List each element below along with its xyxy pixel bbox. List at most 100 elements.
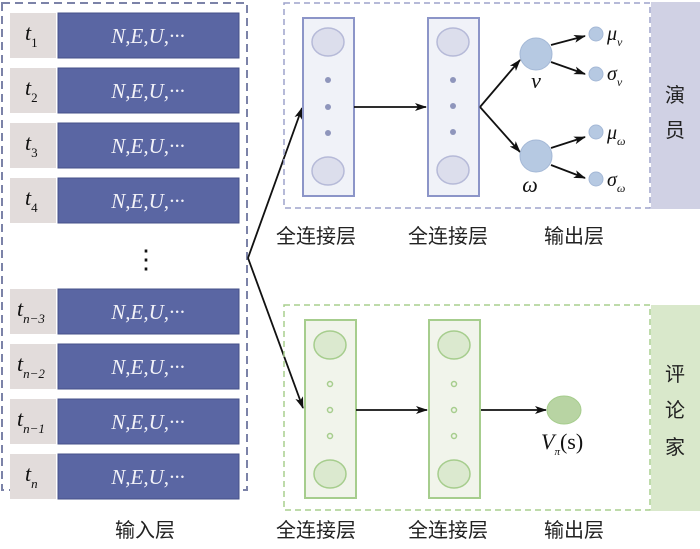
- output-node-sigma-omega: [588, 171, 604, 187]
- time-step-label: tn−3: [17, 296, 45, 326]
- feature-label: N,E,U,···: [110, 355, 185, 379]
- neuron: [436, 27, 470, 57]
- neuron: [313, 330, 347, 360]
- actor-layer-label-fc1: 全连接层: [276, 224, 356, 248]
- critic-side-label-3: 家: [665, 435, 685, 459]
- actor-fc-layer-2: [427, 17, 480, 197]
- neuron: [311, 27, 345, 57]
- critic-fc-layer-1: [304, 319, 357, 499]
- critic-layer-label-fc2: 全连接层: [408, 518, 488, 542]
- neuron-ellipsis-dot: [326, 380, 334, 388]
- input-row: tn−2 N,E,U,···: [10, 343, 240, 390]
- neuron-ellipsis-dot: [326, 432, 334, 440]
- input-row: tn−1 N,E,U,···: [10, 398, 240, 445]
- feature-label: N,E,U,···: [110, 134, 185, 158]
- feature-label: N,E,U,···: [110, 410, 185, 434]
- time-step-label: t1: [25, 20, 38, 50]
- actor-network: 演 员 v ω: [276, 2, 700, 248]
- arrow-omega-sigma: [550, 164, 586, 179]
- neuron: [437, 459, 471, 489]
- feature-label: N,E,U,···: [110, 24, 185, 48]
- critic-side-label-2: 论: [665, 398, 685, 422]
- arrow-v-mu: [550, 34, 586, 46]
- time-step-cell: [10, 454, 56, 499]
- feature-cell: [57, 67, 240, 114]
- feature-cell: [57, 343, 240, 390]
- neuron-ellipsis-dot: [450, 129, 456, 135]
- time-step-label: tn−1: [17, 406, 45, 436]
- neuron-ellipsis-dot: [325, 77, 331, 83]
- time-step-cell: [10, 399, 56, 444]
- arrow-to-actor: [247, 107, 303, 259]
- label-sigma-v: σv: [607, 63, 623, 89]
- branch-arrows: [247, 107, 304, 409]
- critic-network: 评 论 家 Vπ(s) 全连接层 全连接层 输出层: [276, 304, 700, 542]
- output-node-mu-omega: [588, 124, 604, 140]
- time-step-cell: [10, 68, 56, 113]
- feature-label: N,E,U,···: [110, 465, 185, 489]
- label-v: v: [531, 68, 541, 93]
- neuron-ellipsis-dot: [450, 103, 456, 109]
- arrow-to-v: [479, 59, 521, 108]
- neuron-ellipsis-dot: [325, 104, 331, 110]
- output-node-v: [519, 37, 553, 71]
- arrow-omega-mu: [550, 136, 586, 149]
- input-layer-frame: [1, 2, 248, 491]
- actor-side-label-1: 演: [665, 83, 685, 107]
- input-layer-label: 输入层: [115, 518, 175, 542]
- feature-cell: [57, 122, 240, 169]
- arrow-to-omega: [479, 106, 521, 153]
- actor-layer-label-fc2: 全连接层: [408, 224, 488, 248]
- input-row: t1 N,E,U,···: [10, 12, 240, 59]
- input-row: tn N,E,U,···: [10, 453, 240, 500]
- neuron: [436, 155, 470, 185]
- time-step-cell: [10, 13, 56, 58]
- neuron-ellipsis-dot: [450, 406, 458, 414]
- critic-layer-label-fc1: 全连接层: [276, 518, 356, 542]
- label-mu-omega: μω: [606, 122, 626, 148]
- label-sigma-omega: σω: [607, 169, 625, 195]
- input-row: tn−3 N,E,U,···: [10, 288, 240, 335]
- time-step-cell: [10, 289, 56, 334]
- time-step-label: tn−2: [17, 351, 45, 381]
- critic-fc-layer-2: [428, 319, 481, 499]
- time-step-cell: [10, 344, 56, 389]
- critic-frame: [283, 304, 651, 511]
- feature-cell: [57, 398, 240, 445]
- arrow-to-critic: [247, 257, 304, 409]
- feature-cell: [57, 12, 240, 59]
- arrow-v-sigma: [550, 61, 586, 75]
- input-ellipsis: ⋮: [133, 245, 159, 274]
- time-step-cell: [10, 123, 56, 168]
- actor-side-label-2: 员: [665, 118, 685, 142]
- neuron-ellipsis-dot: [450, 380, 458, 388]
- neuron-ellipsis-dot: [326, 406, 334, 414]
- critic-side-band: [651, 305, 700, 511]
- actor-side-band: [651, 2, 700, 209]
- feature-label: N,E,U,···: [110, 300, 185, 324]
- actor-fc-layer-1: [302, 17, 355, 197]
- neuron: [437, 330, 471, 360]
- time-step-label: tn: [25, 461, 38, 491]
- critic-layer-label-output: 输出层: [544, 518, 604, 542]
- output-node-mu-v: [588, 26, 604, 42]
- output-node-value: [546, 395, 582, 425]
- time-step-label: t2: [25, 75, 38, 105]
- label-omega: ω: [522, 172, 538, 197]
- neuron-ellipsis-dot: [450, 432, 458, 440]
- label-value-function: Vπ(s): [541, 429, 583, 458]
- output-node-sigma-v: [588, 66, 604, 82]
- feature-cell: [57, 453, 240, 500]
- neuron: [313, 459, 347, 489]
- actor-frame: [283, 2, 651, 209]
- neuron-ellipsis-dot: [325, 130, 331, 136]
- label-mu-v: μv: [606, 23, 623, 49]
- critic-side-label-1: 评: [665, 362, 685, 386]
- neuron: [311, 156, 345, 186]
- feature-label: N,E,U,···: [110, 189, 185, 213]
